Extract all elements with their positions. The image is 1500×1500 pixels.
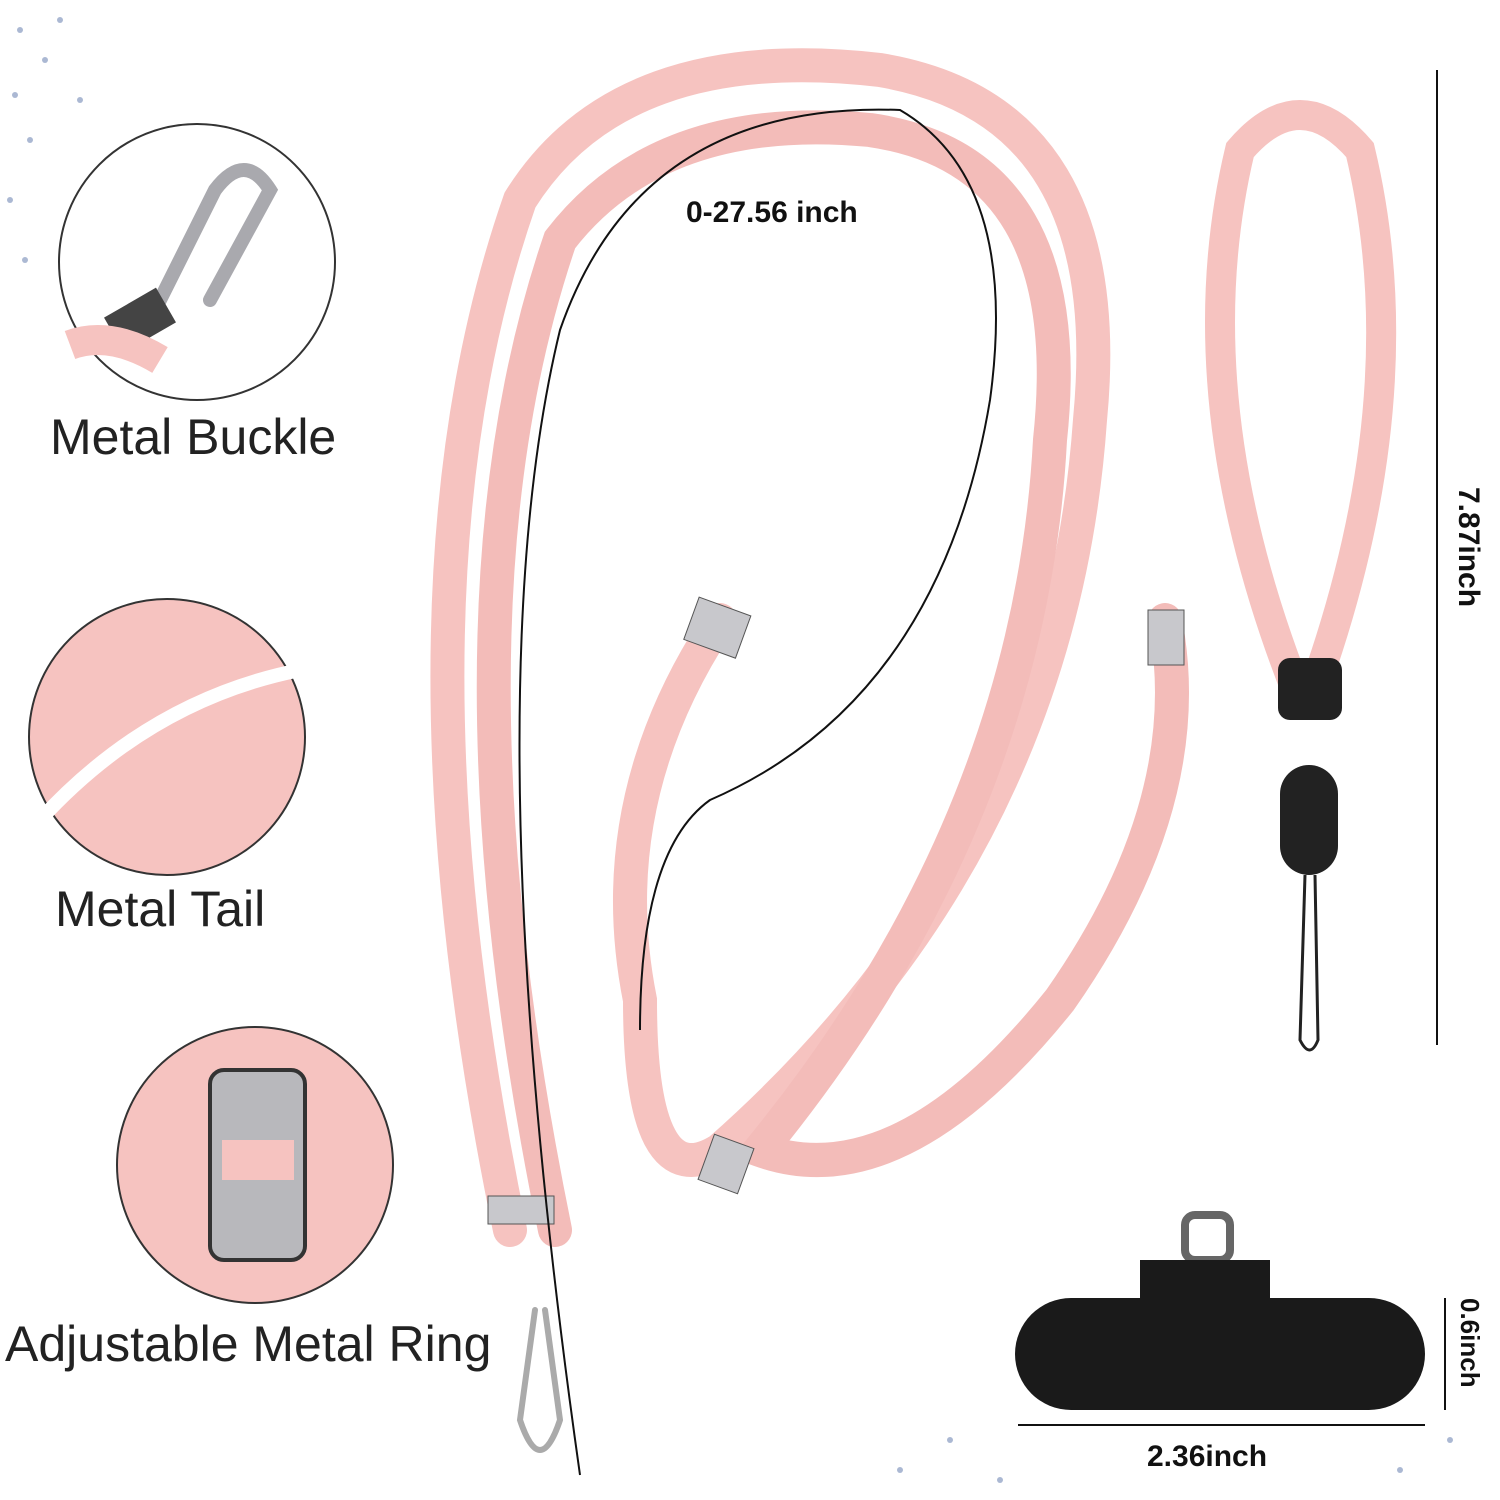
- phone-patch: [1015, 1211, 1446, 1426]
- crossbody-lanyard: [430, 48, 1189, 1453]
- lanyard-length-label: 0-27.56 inch: [686, 196, 858, 229]
- dot-pattern-decoration: [7, 17, 1453, 1483]
- metal-tail-closeup: [28, 598, 306, 876]
- feature-label-metal-tail: Metal Tail: [55, 881, 266, 937]
- wrist-strap: [1205, 70, 1438, 1052]
- adjustable-metal-ring-closeup: [116, 1026, 394, 1304]
- feature-label-adjustable-metal-ring: Adjustable Metal Ring: [5, 1316, 492, 1372]
- patch-width-label: 2.36inch: [1147, 1440, 1268, 1473]
- patch-height-label: 0.6inch: [1455, 1298, 1485, 1388]
- metal-buckle-closeup: [58, 123, 336, 401]
- feature-label-metal-buckle: Metal Buckle: [50, 409, 337, 465]
- wrist-strap-length-label: 7.87inch: [1452, 487, 1485, 608]
- length-indicator-line: [518, 108, 997, 1476]
